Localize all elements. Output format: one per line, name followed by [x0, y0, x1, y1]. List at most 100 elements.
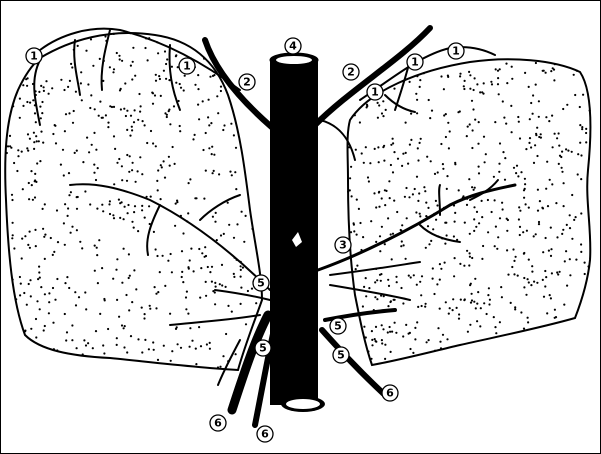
stipple-dot [511, 266, 513, 268]
stipple-dot [529, 137, 531, 139]
stipple-dot [440, 268, 442, 270]
stipple-dot [6, 152, 8, 154]
stipple-dot [436, 204, 438, 206]
stipple-dot [444, 262, 446, 264]
stipple-dot [375, 206, 377, 208]
stipple-dot [378, 191, 380, 193]
stipple-dot [366, 106, 368, 108]
stipple-dot [102, 210, 104, 212]
stipple-dot [498, 93, 500, 95]
stipple-dot [21, 151, 23, 153]
stipple-dot [368, 180, 370, 182]
stipple-dot [469, 324, 471, 326]
stipple-dot [141, 205, 143, 207]
stipple-dot [75, 91, 77, 93]
stipple-dot [414, 327, 416, 329]
stipple-dot [449, 307, 451, 309]
stipple-dot [356, 199, 358, 201]
stipple-dot [121, 324, 123, 326]
stipple-dot [528, 207, 530, 209]
stipple-dot [150, 196, 152, 198]
stipple-dot [163, 160, 165, 162]
stipple-dot [405, 258, 407, 260]
stipple-dot [9, 145, 11, 147]
callout-1a: 1 [26, 48, 42, 64]
stipple-dot [171, 350, 173, 352]
stipple-dot [103, 352, 105, 354]
stipple-dot [523, 252, 525, 254]
stipple-dot [545, 72, 547, 74]
stipple-dot [469, 233, 471, 235]
stipple-dot [468, 71, 470, 73]
stipple-dot [126, 154, 128, 156]
stipple-dot [499, 321, 501, 323]
stipple-dot [498, 171, 500, 173]
stipple-dot [380, 280, 382, 282]
stipple-dot [202, 149, 204, 151]
stipple-dot [160, 164, 162, 166]
stipple-dot [439, 341, 441, 343]
stipple-dot [419, 142, 421, 144]
stipple-dot [446, 188, 448, 190]
stipple-dot [227, 305, 229, 307]
stipple-dot [463, 88, 465, 90]
stipple-dot [137, 119, 139, 121]
stipple-dot [573, 219, 575, 221]
stipple-dot [519, 210, 521, 212]
stipple-dot [537, 210, 539, 212]
stipple-dot [247, 290, 249, 292]
stipple-dot [369, 162, 371, 164]
stipple-dot [48, 292, 50, 294]
stipple-dot [490, 81, 492, 83]
stipple-dot [459, 263, 461, 265]
stipple-dot [219, 366, 221, 368]
stipple-dot [11, 237, 13, 239]
stipple-dot [123, 346, 125, 348]
stipple-dot [68, 194, 70, 196]
stipple-dot [407, 163, 409, 165]
stipple-dot [173, 105, 175, 107]
stipple-dot [513, 167, 515, 169]
stipple-dot [396, 211, 398, 213]
stipple-dot [527, 317, 529, 319]
stipple-dot [445, 301, 447, 303]
stipple-dot [431, 110, 433, 112]
stipple-dot [231, 311, 233, 313]
stipple-dot [475, 307, 477, 309]
stipple-dot [535, 62, 537, 64]
stipple-dot [543, 70, 545, 72]
stipple-dot [517, 175, 519, 177]
stipple-dot [419, 281, 421, 283]
stipple-dot [70, 232, 72, 234]
stipple-dot [519, 137, 521, 139]
stipple-dot [223, 124, 225, 126]
stipple-dot [199, 297, 201, 299]
stipple-dot [195, 363, 197, 365]
stipple-dot [405, 187, 407, 189]
stipple-dot [443, 88, 445, 90]
stipple-dot [359, 121, 361, 123]
stipple-dot [113, 106, 115, 108]
stipple-dot [440, 143, 442, 145]
stipple-dot [63, 174, 65, 176]
stipple-dot [126, 129, 128, 131]
stipple-dot [157, 291, 159, 293]
stipple-dot [378, 206, 380, 208]
stipple-dot [42, 142, 44, 144]
stipple-dot [133, 121, 135, 123]
stipple-dot [197, 88, 199, 90]
stipple-dot [474, 119, 476, 121]
stipple-dot [381, 112, 383, 114]
stipple-dot [123, 218, 125, 220]
stipple-dot [535, 84, 537, 86]
stipple-dot [363, 162, 365, 164]
stipple-dot [445, 113, 447, 115]
stipple-dot [211, 153, 213, 155]
stipple-dot [365, 277, 367, 279]
stipple-dot [551, 183, 553, 185]
stipple-dot [40, 286, 42, 288]
stipple-dot [374, 148, 376, 150]
stipple-dot [393, 200, 395, 202]
stipple-dot [495, 332, 497, 334]
svg-text:1: 1 [183, 60, 191, 73]
